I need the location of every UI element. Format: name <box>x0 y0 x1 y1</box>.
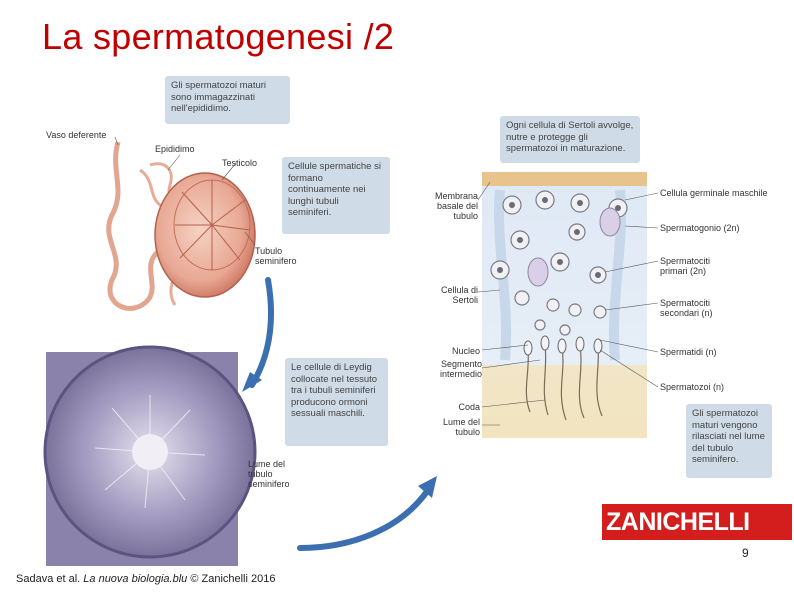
label-lume-tubulo: Lume del tubulo <box>420 417 480 437</box>
tubule-detail <box>482 172 647 438</box>
label-nucleo: Nucleo <box>420 346 480 356</box>
rilasciati-info-box: Gli spermatozoi maturi vengono rilasciat… <box>686 404 772 478</box>
page-number: 9 <box>742 546 749 560</box>
label-vaso-deferente: Vaso deferente <box>46 130 106 140</box>
source-credit: Sadava et al. La nuova biologia.blu © Za… <box>16 573 275 585</box>
label-spermatidi: Spermatidi (n) <box>660 347 717 357</box>
label-membrana-basale: Membrana basale del tubulo <box>420 191 478 221</box>
vaso-deferente-shape <box>109 142 160 308</box>
leydig-info-box: Le cellule di Leydig collocate nel tessu… <box>285 358 388 446</box>
testicolo-shape <box>155 173 255 297</box>
label-spermatociti-primari: Spermatociti primari (2n) <box>660 256 726 276</box>
label-testicolo: Testicolo <box>222 158 257 168</box>
zanichelli-logo: ZANICHELLI <box>602 504 792 540</box>
label-spermatogonio: Spermatogonio (2n) <box>660 223 740 233</box>
credit-authors: Sadava et al. <box>16 573 83 585</box>
tubuli-info-box: Cellule spermatiche si formano continuam… <box>282 157 390 234</box>
label-cellula-sertoli: Cellula di Sertoli <box>420 285 478 305</box>
histology-section <box>45 347 255 566</box>
label-tubulo-seminifero: Tubulo seminifero <box>255 246 307 266</box>
label-spermatozoi: Spermatozoi (n) <box>660 382 724 392</box>
label-coda: Coda <box>420 402 480 412</box>
label-cellula-germinale: Cellula germinale maschile <box>660 188 788 198</box>
label-spermatociti-secondari: Spermatociti secondari (n) <box>660 298 726 318</box>
credit-publisher: © Zanichelli 2016 <box>187 573 275 585</box>
sertoli-info-box: Ogni cellula di Sertoli avvolge, nutre e… <box>500 116 640 163</box>
credit-book-title: La nuova biologia.blu <box>83 573 187 585</box>
label-segmento-intermedio: Segmento intermedio <box>420 359 482 379</box>
label-lume-tubulo-seminifero: Lume del tubulo seminifero <box>248 459 300 489</box>
label-epididimo: Epididimo <box>155 144 195 154</box>
epididimo-info-box: Gli spermatozoi maturi sono immagazzinat… <box>165 76 290 124</box>
